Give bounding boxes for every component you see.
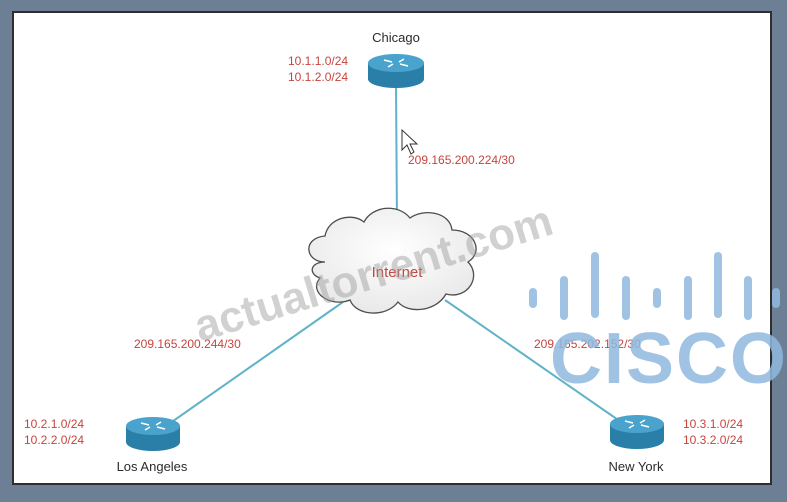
new-york-subnet-2: 10.3.2.0/24 xyxy=(683,433,743,447)
router-arrows-icon xyxy=(140,421,166,431)
mouse-cursor-icon xyxy=(401,128,419,155)
router-chicago-name: Chicago xyxy=(372,30,420,45)
link-chicago xyxy=(395,83,398,226)
link-new-york xyxy=(444,299,625,425)
router-new-york[interactable] xyxy=(610,415,664,449)
chicago-subnet-2: 10.1.2.0/24 xyxy=(288,70,348,84)
los-angeles-link-network: 209.165.200.244/30 xyxy=(134,337,241,351)
router-new-york-name: New York xyxy=(609,459,664,474)
internet-cloud: Internet xyxy=(308,207,477,314)
internet-label: Internet xyxy=(372,264,424,281)
router-arrows-icon xyxy=(383,58,409,68)
los-angeles-subnet-1: 10.2.1.0/24 xyxy=(24,417,84,431)
chicago-link-network: 209.165.200.224/30 xyxy=(408,153,515,167)
cisco-logo-icon xyxy=(529,252,780,320)
new-york-subnet-1: 10.3.1.0/24 xyxy=(683,417,743,431)
chicago-subnet-1: 10.1.1.0/24 xyxy=(288,54,348,68)
link-los-angeles xyxy=(165,301,344,427)
cisco-brand-text: CISCO xyxy=(550,319,787,399)
router-arrows-icon xyxy=(624,419,650,429)
los-angeles-subnet-2: 10.2.2.0/24 xyxy=(24,433,84,447)
router-los-angeles-name: Los Angeles xyxy=(117,459,188,474)
router-los-angeles[interactable] xyxy=(126,417,180,451)
new-york-link-network: 209.165.202.152/30 xyxy=(534,337,641,351)
router-chicago[interactable] xyxy=(368,54,424,88)
